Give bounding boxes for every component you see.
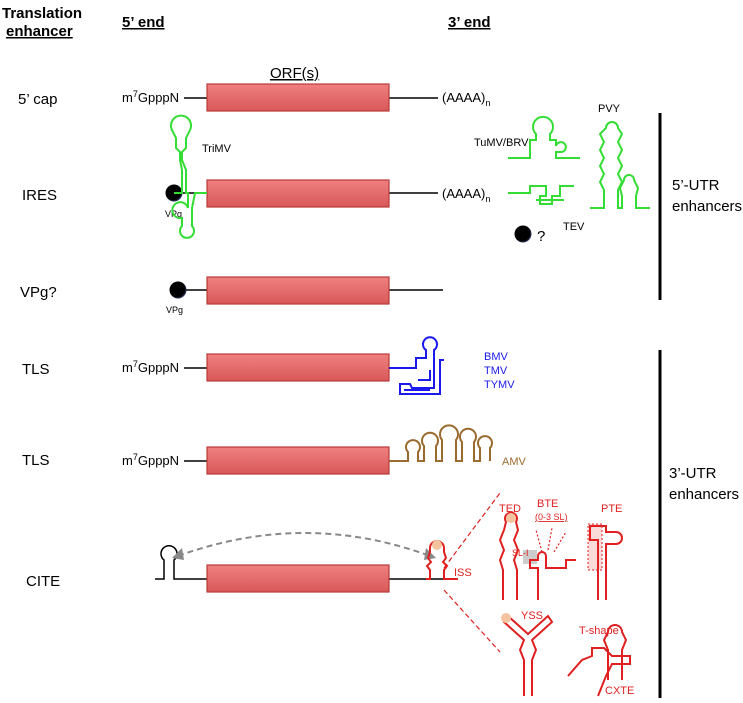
trimv-label: TriMV — [202, 143, 232, 155]
cxte-structure — [602, 624, 628, 680]
utr3-label-line2: enhancers — [669, 486, 739, 503]
tumv-structure — [508, 115, 580, 159]
bte-label: BTE — [537, 498, 558, 510]
mrna-row-ires: (AAAA)n VPg TriMV — [165, 114, 490, 239]
ted-loop — [506, 513, 516, 523]
column-headers: Translation enhancer 5’ end 3’ end ORF(s… — [2, 5, 491, 82]
mrna-line — [155, 545, 458, 580]
mrna-row-5-cap: m7GpppN (AAAA)n — [122, 83, 490, 112]
trimv-ires-structure — [170, 114, 207, 239]
bte-optional-stems — [535, 527, 567, 553]
utr3-bracket: 3’-UTR enhancers — [658, 350, 739, 698]
cap-label-row5: m7GpppN — [122, 452, 179, 468]
header-5-prime-end: 5’ end — [122, 14, 165, 31]
header-3-prime-end: 3’ end — [448, 14, 491, 31]
cxte-label: CXTE — [605, 685, 634, 697]
bmv-label: BMV — [484, 351, 509, 363]
bte-structure — [529, 551, 576, 600]
tymv-label: TYMV — [484, 379, 515, 391]
tshape-label: T-shape — [579, 625, 619, 637]
bte-sublabel: (0-3 SL) — [535, 512, 568, 522]
vpg-protein — [169, 281, 187, 299]
zoom-line-top — [443, 492, 501, 569]
orf-box — [206, 564, 390, 593]
tumv-label: TuMV/BRV — [474, 137, 529, 149]
yss-loop — [501, 613, 511, 623]
tev-label: TEV — [563, 221, 585, 233]
orf-box — [206, 446, 390, 475]
utr5-label-line1: 5’-UTR — [672, 177, 720, 194]
tev-question: ? — [537, 228, 545, 245]
yss-label: YSS — [521, 610, 543, 622]
mrna-row-tls-1: m7GpppN BMV TMV TYMV — [122, 336, 515, 395]
cite-subtypes: TED BTE (0-3 SL) SL-I PTE YSS T-shape CX… — [498, 498, 634, 697]
ted-structure — [498, 511, 520, 600]
orf-box — [206, 179, 390, 208]
header-enhancer-line1: Translation — [2, 5, 82, 22]
mrna-row-vpg: VPg — [166, 276, 443, 315]
row-label-tls-1: TLS — [22, 361, 50, 378]
pte-structure — [589, 525, 623, 600]
tmv-label: TMV — [484, 365, 508, 377]
iss-loop — [432, 540, 442, 550]
row-labels: 5’ cap IRES VPg? TLS TLS CITE — [18, 91, 60, 590]
kissing-interaction-arrow — [177, 532, 431, 557]
pvy-structure — [590, 121, 650, 209]
pte-label: PTE — [601, 503, 622, 515]
tev-structure — [508, 185, 574, 205]
vpg-label-row3: VPg — [166, 305, 183, 315]
mrna-row-tls-2: m7GpppN AMV — [122, 424, 527, 475]
mrna-row-cite: ISS — [155, 492, 501, 653]
cap-label-row4: m7GpppN — [122, 359, 179, 375]
polya-label-row1: (AAAA)n — [442, 90, 490, 108]
orf-label: ORF(s) — [270, 65, 319, 82]
polya-label-row2: (AAAA)n — [442, 186, 490, 204]
tls-blue-structure — [389, 336, 444, 395]
sl1-label: SL-I — [512, 548, 529, 558]
row-label-tls-2: TLS — [22, 452, 50, 469]
row-label-cite: CITE — [26, 573, 60, 590]
potyvirus-structures: TuMV/BRV ? TEV PVY — [474, 103, 650, 245]
utr5-bracket: 5’-UTR enhancers — [658, 113, 742, 300]
header-enhancer-line2: enhancer — [6, 23, 73, 40]
row-label-ires: IRES — [22, 187, 57, 204]
iss-label: ISS — [454, 567, 472, 579]
row-label-vpg: VPg? — [20, 284, 57, 301]
amv-structure — [389, 424, 493, 462]
arrow-head-left — [172, 548, 184, 560]
ted-label: TED — [499, 503, 521, 515]
cap-label-row1: m7GpppN — [122, 89, 179, 105]
utr5-label-line2: enhancers — [672, 198, 742, 215]
tev-vpg — [514, 225, 532, 243]
orf-box — [206, 353, 390, 382]
row-label-5-cap: 5’ cap — [18, 91, 57, 108]
zoom-line-bottom — [443, 589, 501, 653]
tshape-structure — [567, 647, 631, 697]
orf-box — [206, 276, 390, 305]
yss-structure — [502, 614, 554, 696]
utr3-label-line1: 3’-UTR — [669, 465, 717, 482]
pvy-label: PVY — [598, 103, 621, 115]
amv-label: AMV — [502, 456, 527, 468]
orf-box — [206, 83, 390, 112]
